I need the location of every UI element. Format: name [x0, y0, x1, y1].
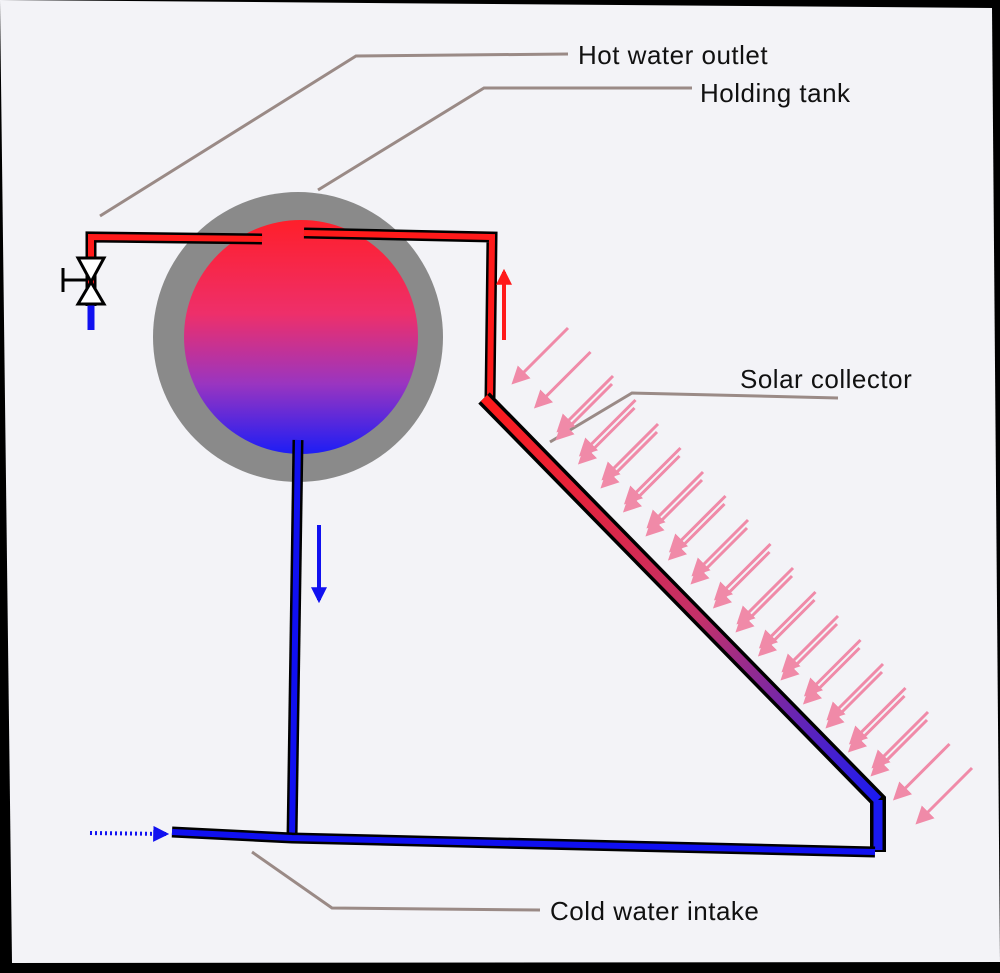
sun-ray-icon: [825, 670, 884, 729]
sun-ray-icon: [600, 430, 659, 489]
sun-ray-icon: [668, 494, 727, 553]
sun-ray-icon: [848, 686, 907, 745]
sun-ray-icon: [713, 542, 772, 601]
sun-ray-icon: [690, 526, 749, 585]
sun-ray-icon: [847, 694, 906, 753]
sun-ray-icon: [757, 598, 816, 657]
leader-lines: [99, 52, 839, 912]
sun-ray-icon: [622, 454, 681, 513]
solar-collector: [478, 392, 886, 852]
sun-ray-icon: [735, 574, 794, 633]
sun-ray-icon: [556, 374, 615, 433]
holding-tank: [153, 192, 443, 482]
flow-arrows: [89, 268, 512, 842]
sun-ray-icon: [511, 326, 570, 385]
sun-ray-icon: [871, 710, 930, 769]
sun-ray-icon: [870, 718, 929, 777]
sun-ray-icon: [712, 550, 771, 609]
label-cold-water-intake: Cold water intake: [550, 896, 760, 926]
sun-ray-icon: [667, 502, 726, 561]
valve-icon: [61, 256, 107, 306]
leader-hot-water-outlet: [99, 52, 569, 218]
sun-ray-icon: [915, 766, 974, 825]
cold-water-pipe: [87, 300, 876, 858]
tank-water: [184, 220, 418, 454]
sun-ray-icon: [892, 742, 951, 801]
leader-cold-water-intake: [251, 850, 541, 912]
sun-ray-icon: [781, 614, 840, 673]
label-holding-tank: Holding tank: [700, 78, 851, 108]
sun-ray-icon: [802, 646, 861, 705]
sun-ray-icon: [691, 518, 750, 577]
sun-ray-icon: [803, 638, 862, 697]
sun-rays: [511, 326, 974, 825]
sun-ray-icon: [758, 590, 817, 649]
sun-ray-icon: [578, 398, 637, 457]
sun-ray-icon: [577, 406, 636, 465]
sun-ray-icon: [555, 382, 614, 441]
sun-ray-icon: [780, 622, 839, 681]
leader-solar-collector: [549, 391, 839, 444]
leader-holding-tank: [317, 86, 692, 192]
sun-ray-icon: [623, 446, 682, 505]
sun-ray-icon: [826, 662, 885, 721]
sun-ray-icon: [533, 350, 592, 409]
sun-ray-icon: [601, 422, 660, 481]
label-solar-collector: Solar collector: [740, 364, 913, 394]
label-hot-water-outlet: Hot water outlet: [578, 40, 769, 70]
sun-ray-icon: [736, 566, 795, 625]
sun-ray-icon: [645, 478, 704, 537]
sun-ray-icon: [646, 470, 705, 529]
